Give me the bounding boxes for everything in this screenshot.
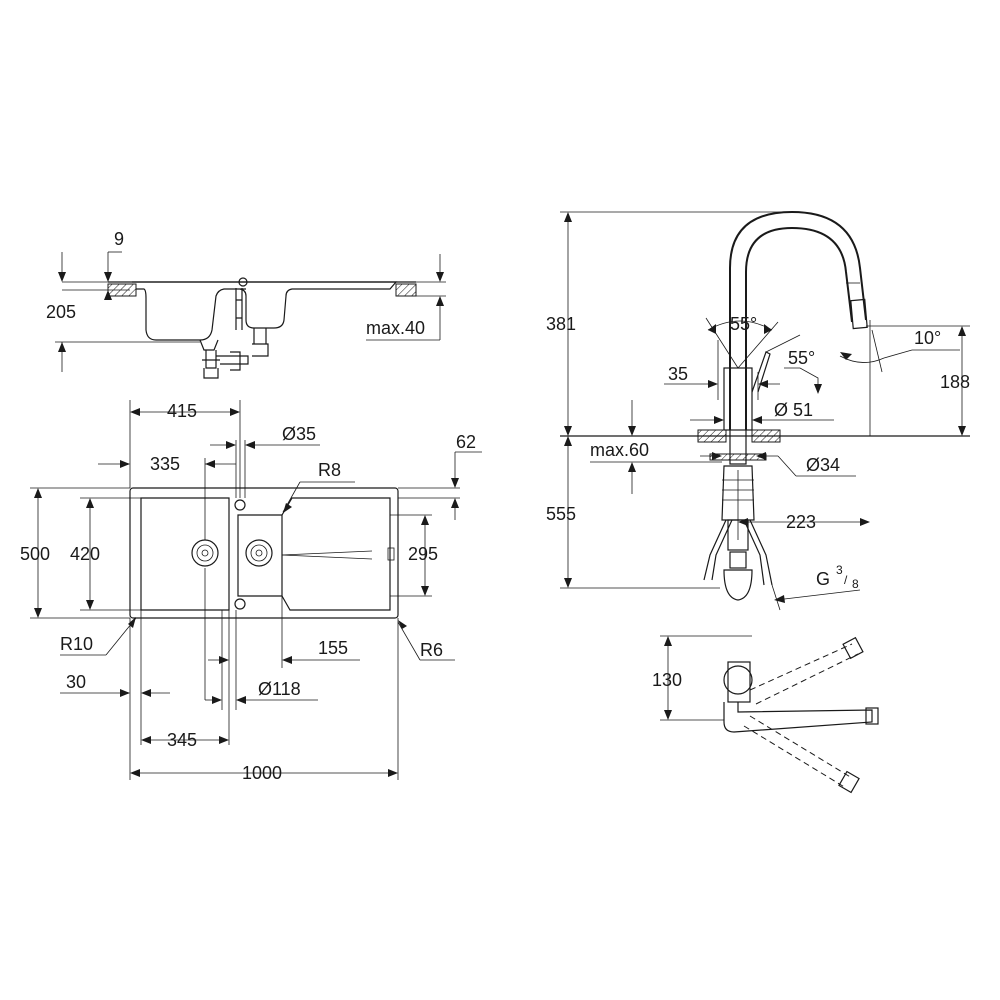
faucet-side-view: 381 555 55° 55° 10° 188: [546, 210, 970, 611]
dim-335-label: 335: [150, 454, 180, 474]
dim-295-label: 295: [408, 544, 438, 564]
dim-55-upper-label: 55°: [730, 314, 757, 334]
dim-r6-label: R6: [420, 640, 443, 660]
dim-55-lower-label: 55°: [788, 348, 815, 368]
dim-205-label: 205: [46, 302, 76, 322]
dim-max60-label: max.60: [590, 440, 649, 460]
dim-r10-label: R10: [60, 634, 93, 654]
dim-dia51-label: Ø 51: [774, 400, 813, 420]
dim-9-label: 9: [114, 229, 124, 249]
dim-r8-label: R8: [318, 460, 341, 480]
dim-415-label: 415: [167, 401, 197, 421]
sink-side-view: 9 205 max.40: [46, 229, 446, 379]
dim-10-label: 10°: [914, 328, 941, 348]
dim-dia35-label: Ø35: [282, 424, 316, 444]
dim-555-label: 555: [546, 504, 576, 524]
dim-155-label: 155: [318, 638, 348, 658]
sink-top-view: 415 Ø35 335 62 R8 500: [20, 400, 482, 783]
dim-dia118-label: Ø118: [258, 679, 301, 699]
dim-g-denominator: 8: [852, 577, 859, 591]
dim-420-label: 420: [70, 544, 100, 564]
dim-g-slash: /: [844, 573, 848, 587]
dim-max40-label: max.40: [366, 318, 425, 338]
faucet-top-view: 130: [652, 635, 879, 794]
dim-1000-label: 1000: [242, 763, 282, 783]
dim-35-faucet-label: 35: [668, 364, 688, 384]
dim-345-label: 345: [167, 730, 197, 750]
dim-30-label: 30: [66, 672, 86, 692]
dim-g-label: G: [816, 569, 830, 589]
dim-130-label: 130: [652, 670, 682, 690]
dim-dia34-label: Ø34: [806, 455, 840, 475]
dim-500-label: 500: [20, 544, 50, 564]
dim-188-label: 188: [940, 372, 970, 392]
dim-g-numerator: 3: [836, 563, 843, 577]
dim-62-label: 62: [456, 432, 476, 452]
dim-381-label: 381: [546, 314, 576, 334]
dim-223-label: 223: [786, 512, 816, 532]
